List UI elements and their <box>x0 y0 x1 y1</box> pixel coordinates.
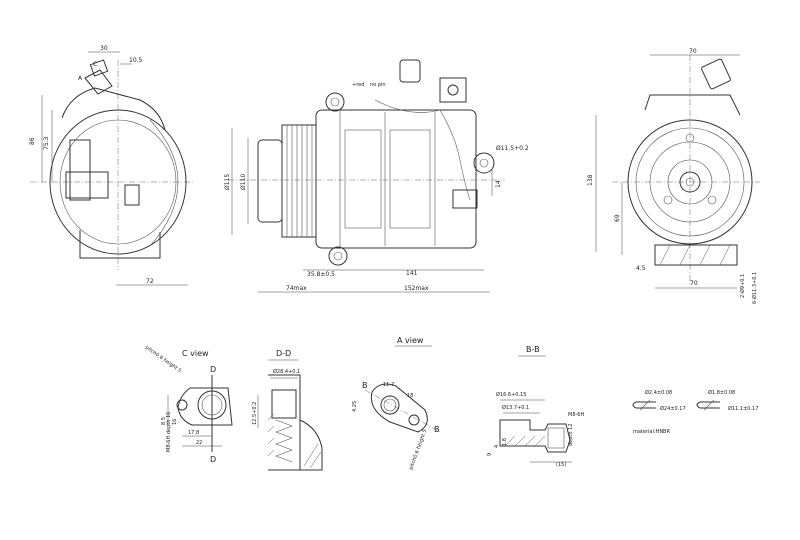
label-a: A <box>78 75 83 82</box>
dim-d110: Ø110 <box>240 174 247 190</box>
dim-12-5: 12.5+0.2 <box>252 402 258 425</box>
dim-30: 30 <box>100 45 108 52</box>
end-view-right: 70 138 69 4.5 70 2-Ø9+0.1 6-Ø11.3+0.1 <box>587 48 760 304</box>
dim-9: 9 <box>487 453 493 456</box>
c-view: C view pitch0.6 height 5 D D 8.5 16 M8-6… <box>144 345 233 464</box>
dim-8-5: 8.5 <box>161 417 167 425</box>
label-red: +red <box>352 82 364 88</box>
a-view-section-b-right: B <box>434 425 440 434</box>
dim-141: 141 <box>406 270 418 277</box>
dim-17-8: 17.8 <box>188 430 199 436</box>
seal-material: material:HNBR <box>633 429 670 435</box>
label-no-pin: no pin <box>370 82 386 88</box>
label-c: C <box>93 61 97 68</box>
dim-152max: 152max <box>404 285 429 292</box>
dd-view-spring <box>275 419 293 463</box>
dim-14: 14 <box>495 180 502 188</box>
dd-view-title: D-D <box>276 349 291 358</box>
c-view-section-d-top: D <box>210 365 216 374</box>
dim-d16-6: Ø16.6+0.15 <box>496 391 526 398</box>
a-view-thread-note: pitch0.6 height 5 <box>408 429 428 471</box>
a-view: A view B B 11.7 18 4.25 pitch0.6 height … <box>352 336 441 471</box>
bb-view: B-B Ø16.6+0.15 Ø13.7+0.1 M8-6H depth 12 … <box>487 345 584 468</box>
dim-d11-5: Ø11.5+0.2 <box>496 145 529 152</box>
c-view-title: C view <box>182 349 209 358</box>
a-view-section-b-left: B <box>362 381 368 390</box>
dim-74max: 74max <box>286 285 307 292</box>
bb-view-title: B-B <box>526 345 540 354</box>
dim-1-8: 1.8 <box>502 438 508 446</box>
dim-70-bottom: 70 <box>690 280 698 287</box>
dim-70-top: 70 <box>689 48 697 55</box>
dd-view: D-D Ø28.4+0.1 12.5+0.2 <box>252 349 323 471</box>
dim-d28-4: Ø28.4+0.1 <box>273 368 300 375</box>
dim-35-8: 35.8±0.5 <box>307 271 335 278</box>
thread-m8: M8-6H depth 16 <box>166 412 172 452</box>
dim-86: 86 <box>29 137 36 145</box>
seal2-cross-section: Ø1.8±0.08 <box>708 389 735 396</box>
dim-22: 22 <box>196 440 202 446</box>
dim-4-5: 4.5 <box>636 265 646 272</box>
o-ring-details: Ø2.4±0.08 Ø24±0.17 Ø1.8±0.08 Ø11.1±0.17 … <box>632 389 758 435</box>
c-view-thread-note: pitch0.6 height 5 <box>144 345 182 374</box>
dim-10-5: 10.5 <box>129 57 143 64</box>
thread-m8-bb: M8-6H <box>568 412 584 418</box>
seal1-inner-diameter: Ø24±0.17 <box>660 405 686 412</box>
dim-d115: Ø115 <box>224 174 231 190</box>
seal1-cross-section: Ø2.4±0.08 <box>645 389 672 396</box>
dim-d13-7: Ø13.7+0.1 <box>502 404 529 411</box>
seal2-inner-diameter: Ø11.1±0.17 <box>728 405 758 412</box>
front-view: +red no pin Ø115 Ø110 Ø11.5+0.2 14 35.8±… <box>224 59 529 293</box>
pulley-grooves <box>286 125 313 237</box>
dim-75-3: 75.3 <box>43 136 50 150</box>
dim-16: 16 <box>172 419 178 425</box>
dim-69: 69 <box>614 214 621 222</box>
a-view-title: A view <box>397 336 424 345</box>
dim-2-d9: 2-Ø9+0.1 <box>739 274 746 298</box>
dim-4: 4 <box>494 445 500 448</box>
dim-72: 72 <box>146 278 154 285</box>
dim-11-7: 11.7 <box>383 382 394 388</box>
side-view-left: 30 10.5 A C 86 75.3 72 <box>29 45 195 286</box>
c-view-section-d-bottom: D <box>210 455 216 464</box>
dim-15-ref: (15) <box>556 462 566 468</box>
dim-4-25: 4.25 <box>352 401 358 412</box>
dim-depth-12: depth 12 <box>568 423 574 446</box>
dim-18: 18 <box>407 393 413 399</box>
dim-138: 138 <box>587 174 594 186</box>
dim-6-d11-3: 6-Ø11.3+0.1 <box>751 272 758 304</box>
